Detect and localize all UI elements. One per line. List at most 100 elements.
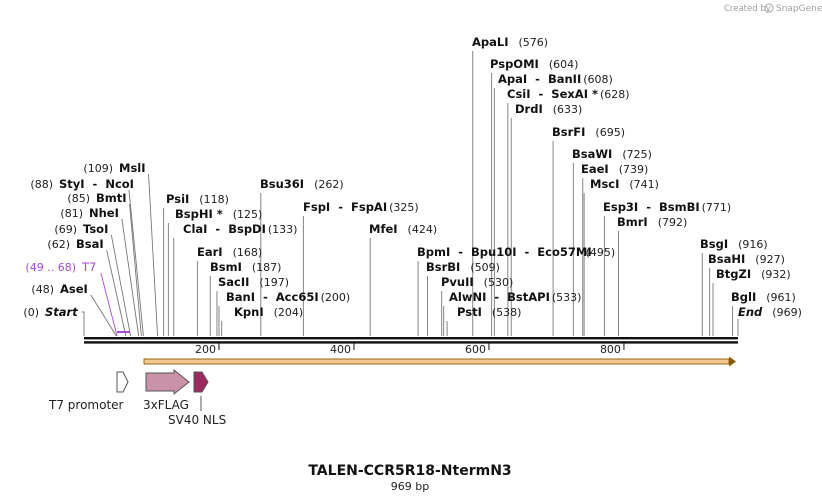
site-name: BsgI [700,237,728,251]
site-leader-start [81,311,85,336]
site-bpmi[interactable]: (495)BpmI - Bpu10I - Eco57MI [417,245,615,259]
site-position: (85) [67,192,90,205]
site-bani[interactable]: (200)BanI - Acc65I [226,290,350,304]
site-name: StyI - NcoI [59,177,134,191]
site-sacii[interactable]: (197)SacII [218,275,289,289]
site-styi[interactable]: (88) StyI - NcoI [30,177,134,191]
sequence-backbone [84,337,738,344]
site-name: KpnI [234,305,264,319]
feature-3xflag[interactable]: 3xFLAG [143,368,190,412]
site-leader-bsai [106,249,127,337]
site-msli[interactable]: (109)MslI [83,161,145,175]
tick-label: 600 [465,343,486,356]
feature-label-3xflag: 3xFLAG [143,398,189,412]
site-bsgi[interactable]: (916) BsgI [700,237,768,251]
site-position: (792) [658,216,688,229]
site-bsrbi[interactable]: (509)BsrBI [426,260,500,274]
site-name: EarI [197,245,223,259]
site-name: AlwNI - BstAPI [449,290,550,304]
site-tsoi[interactable]: (69)TsoI [54,222,108,236]
site-position: (125) [233,208,263,221]
site-fspi[interactable]: (325)FspI - FspAI [303,200,419,214]
site-name: Esp3I - BsmBI [603,200,700,214]
site-clai[interactable]: (133)ClaI - BspDI [183,222,297,236]
site-bsmi[interactable]: (187)BsmI [210,260,281,274]
site-bsahi[interactable]: (927)BsaHI [708,252,785,266]
site-leader-styi [128,189,144,337]
site-name: BsaI [76,237,104,251]
site-position: (916) [738,238,768,251]
site-name: BmtI [96,191,127,205]
site-name: BsrBI [426,260,460,274]
backbone-bottom-strand [84,341,738,344]
site-position: (88) [30,178,53,191]
orf-arrow [143,356,736,367]
site-name: BglI [731,290,756,304]
site-position: (633) [553,103,583,116]
site-position: (741) [629,178,659,191]
site-asei[interactable]: (48)AseI [31,282,87,296]
site-lines [81,51,739,337]
site-eari[interactable]: (168)EarI [197,245,262,259]
site-position: (424) [408,223,438,236]
site-msci[interactable]: (741) MscI [590,177,659,191]
snapgene-logo-icon [764,3,774,13]
site-btgzi[interactable]: (932)BtgZI [716,267,791,281]
site-position: (604) [549,58,579,71]
site-bmri[interactable]: (792) BmrI [617,215,687,229]
site-leader-t7 [100,272,118,337]
site-position: (495) [586,246,616,259]
site-pvuii[interactable]: (530)PvuII [441,275,513,289]
site-bsu36i[interactable]: (262)Bsu36I [260,177,344,191]
sv40-nls-arrow-icon [193,371,209,393]
tick-label: 200 [195,343,216,356]
site-bgli[interactable]: (961) BglI [731,290,796,304]
site-bmti[interactable]: (85) BmtI [67,191,126,205]
site-position: (325) [389,201,419,214]
site-name: CsiI - SexAI * [507,87,598,101]
feature-label-sv40-nls: SV40 NLS [168,413,226,427]
site-position: (695) [595,126,625,139]
feature-sv40-nls[interactable]: SV40 NLS [168,371,226,427]
site-esp3i[interactable]: (771)Esp3I - BsmBI [603,200,731,214]
site-pspomi[interactable]: (604)PspOMI [490,57,578,71]
site-name: BsmI [210,260,242,274]
site-nhei[interactable]: (81)NheI [60,206,118,220]
tick-label: 800 [600,343,621,356]
site-position: (628) [600,88,630,101]
site-leader-bmti [129,203,142,337]
site-kpni[interactable]: (204)KpnI [234,305,303,319]
site-bsrfi[interactable]: (695) BsrFI [552,125,625,139]
site-position: (49 .. 68) [25,261,76,274]
site-apali[interactable]: (576)ApaLI [472,35,548,49]
site-bsawi[interactable]: (725)BsaWI [572,147,652,161]
site-bsai[interactable]: (62)BsaI [47,237,103,251]
site-name: BspHI * [175,207,223,221]
site-psti[interactable]: (538)PstI [457,305,521,319]
site-name: AseI [60,282,88,296]
site-name: MscI [590,177,619,191]
site-position: (961) [766,291,796,304]
site-position: (262) [314,178,344,191]
feature-label-t7-promoter: T7 promoter [48,398,124,412]
site-leader-asei [90,294,117,337]
site-start[interactable]: (0)Start [23,305,78,319]
site-name: NheI [89,206,119,220]
site-bsphi[interactable]: (125) BspHI * [175,207,262,221]
site-name: BmrI [617,215,648,229]
site-apai[interactable]: (608)ApaI - BanII [498,72,613,86]
site-mfei[interactable]: (424)MfeI [369,222,437,236]
site-alwni[interactable]: (533)AlwNI - BstAPI [449,290,581,304]
feature-t7-promoter[interactable]: T7 promoter [48,371,129,412]
site-csii[interactable]: (628)CsiI - SexAI * [507,87,630,101]
site-eaei[interactable]: (739)EaeI [581,162,648,176]
credit-prefix: Created by [724,4,771,14]
site-psii[interactable]: (118)PsiI [166,192,229,206]
site-name: Start [45,305,78,319]
site-end[interactable]: (969)End [738,305,802,319]
site-drdi[interactable]: (633)DrdI [515,102,582,116]
site-name: BsrFI [552,125,585,139]
site-t7[interactable]: (49 .. 68)T7 [25,260,96,274]
site-position: (197) [259,276,289,289]
site-position: (927) [755,253,785,266]
